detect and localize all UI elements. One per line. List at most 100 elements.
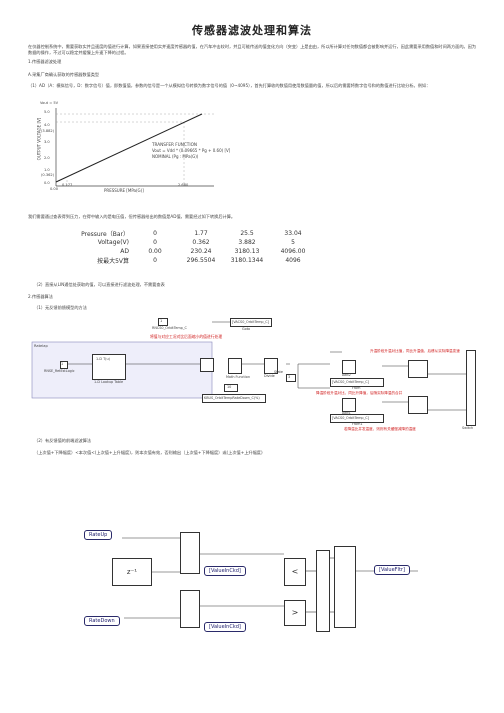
state-name: State <box>274 370 283 374</box>
paragraph-feedback: （上次值+下降幅度）<本次值<(上次值+上升幅度)，则本次值有效，否则输出（上次… <box>34 450 263 455</box>
x-axis-label: PRESSURE [MPa(G)] <box>104 188 144 193</box>
table-cell: 3180.1344 <box>230 257 264 264</box>
vout-label: Vout = 5V <box>40 101 59 105</box>
subsystem-title: Ratelap <box>34 344 48 348</box>
math-function-name: Math Function <box>226 375 250 379</box>
sum-up-block[interactable] <box>180 532 200 574</box>
table-row: 按最大5V算 0 296.5504 3180.1344 4096 <box>64 256 316 265</box>
section-2-heading: 2.传感器算法 <box>28 294 53 299</box>
diagram-1-wires <box>31 321 471 424</box>
transfer-graph: Vout = 5V OUTPUT VOLTAGE [V] 5.0 4.0 (3.… <box>34 100 234 195</box>
page-title: 传感器滤波处理和算法 <box>192 24 312 37</box>
from1-label: [VACS0_OrbitTemp_C] <box>332 416 369 420</box>
add1-block[interactable] <box>342 398 356 412</box>
table-cell: 0 <box>153 230 157 237</box>
rate-down-block[interactable] <box>202 394 266 403</box>
inport-name: RNCS0_OrbitTemp_C <box>152 326 187 330</box>
tf-line1: Vout = Vdd * (0.09665 * Pg + 0.60) [V] <box>152 148 231 153</box>
red-annotation: 降温阶段升温对比，同比升降值，后随实际降温的合并 <box>316 391 403 395</box>
constant-block[interactable] <box>224 384 238 392</box>
table-cell: 4096.00 <box>280 248 306 255</box>
table-row: Pressure（Bar） 0 1.77 25.5 33.04 <box>64 229 316 238</box>
conversion-table: Pressure（Bar） 0 1.77 25.5 33.04 Voltage(… <box>64 229 316 265</box>
add-block[interactable] <box>200 358 214 372</box>
section-1a-heading: A.采集厂商确认获取的传感器数值类型 <box>28 72 100 77</box>
tf-title: TRANSFER FUNCTION <box>152 142 197 147</box>
lookup-label: 1-D T(u) <box>96 357 110 361</box>
diagram-2-wires <box>122 537 418 619</box>
simulink-diagram-1: 1 RNCS0_OrbitTemp_C [VACS0_OrbitTemp_C] … <box>30 314 480 434</box>
goto-name: Goto <box>242 327 251 331</box>
table-cell: 33.04 <box>284 230 302 237</box>
from1-name: From1 <box>352 422 363 426</box>
table-cell: 5 <box>291 239 295 246</box>
from-block[interactable] <box>330 378 384 387</box>
constant-value: 10 <box>227 385 232 389</box>
y-tick: (0.362) <box>41 173 55 177</box>
table-cell: 230.24 <box>190 248 212 255</box>
switch-block[interactable] <box>466 350 476 426</box>
table-cell: 296.5504 <box>186 257 216 264</box>
table-cell: 3180.13 <box>234 248 260 255</box>
from1-block[interactable] <box>330 414 384 423</box>
min-block[interactable] <box>408 396 428 414</box>
x-tick: 2.680 <box>178 183 189 187</box>
value-in-from-bottom[interactable]: [ValueInCkd] <box>204 622 246 632</box>
x-tick: 0.00 <box>50 187 59 191</box>
table-row: AD 0.00 230.24 3180.13 4096.00 <box>64 247 316 256</box>
y-tick: (3.882) <box>41 129 55 133</box>
paragraph-table-intro: 我们需要通过查表得到压力，在得中输入的是电压值，但传感器给出的数值是AD值，需要… <box>28 214 236 219</box>
rate-down-label: KBUS_OrbitTempRateDown_C(%) <box>204 396 260 400</box>
greater-than-block[interactable]: > <box>284 600 306 626</box>
math-function-block[interactable] <box>228 358 242 374</box>
from-label: [VACS0_OrbitTemp_C] <box>332 380 369 384</box>
switch-2-block[interactable] <box>334 546 356 628</box>
add2-name: Add2 <box>342 373 351 377</box>
row-label: AD <box>120 248 129 255</box>
simulink-diagram-2: RateUp RateDown z⁻¹ [ValueInCkd] [ValueI… <box>84 526 446 646</box>
divide-name: Divide <box>264 374 275 378</box>
row-label: Pressure（Bar） <box>81 231 129 238</box>
table-cell: 0.362 <box>192 239 210 246</box>
switch-1-block[interactable] <box>316 550 330 632</box>
goto-block[interactable] <box>230 318 272 327</box>
switch-name: Switch <box>462 426 474 430</box>
table-cell: 25.5 <box>240 230 254 237</box>
graph-plot <box>55 108 214 187</box>
value-fltr-goto[interactable]: [ValueFltr] <box>374 565 410 575</box>
row-label: Voltage(V) <box>97 239 129 246</box>
table-row: Voltage(V) 0 0.362 3.882 5 <box>64 238 316 247</box>
section-2a-heading: （1）无反馈前馈模型的方法 <box>34 305 87 310</box>
red-annotation: 若降温比并发温度，则则有关缓慢减降的温度 <box>344 427 416 431</box>
from-name: From <box>352 386 361 390</box>
sum-down-block[interactable] <box>180 590 200 628</box>
intro-paragraph: 在仪器控制系统中，需要获取实并且速度的值进行计算，如果直接使用实并速度传感器的值… <box>28 44 477 56</box>
table-cell: 4096 <box>285 257 301 264</box>
y-tick: 4.0 <box>44 123 50 127</box>
y-tick: 2.0 <box>44 156 50 160</box>
rate-inport[interactable] <box>60 361 68 369</box>
x-tick: 0.177 <box>62 183 73 187</box>
divide-block[interactable] <box>264 358 278 374</box>
add2-block[interactable] <box>342 360 356 374</box>
add1-name: Add1 <box>342 411 351 415</box>
paragraph-lin: （2）直接从LIN通信处获取的值，可以直接进行滤波处理，不需要查表 <box>34 282 165 287</box>
max-block[interactable] <box>408 360 428 378</box>
red-annotation: 将值与对应工况对比后面缩小的值进行处理 <box>150 334 223 339</box>
lookup-name: 1-D Lookup Table <box>94 380 124 384</box>
lookup-table-block[interactable] <box>92 354 126 380</box>
less-than-block[interactable]: < <box>284 558 306 586</box>
value-in-from-top[interactable]: [ValueInCkd] <box>204 566 246 576</box>
state-inport[interactable] <box>286 374 296 382</box>
rate-down-from[interactable]: RateDown <box>84 616 120 626</box>
table-cell: 3.882 <box>238 239 256 246</box>
table-cell: 1.77 <box>194 230 208 237</box>
inport-number: 1 <box>160 319 163 323</box>
table-cell: 0 <box>153 257 157 264</box>
unit-delay-block[interactable]: z⁻¹ <box>112 558 152 586</box>
section-2b-heading: （2）有反馈值的前端滤波算法 <box>34 438 92 443</box>
rate-inport-name: RNSE_RetEstLogic <box>44 369 75 373</box>
table-cell: 0.00 <box>148 248 162 255</box>
rate-up-from[interactable]: RateUp <box>84 530 113 540</box>
inport-block[interactable] <box>158 318 168 326</box>
